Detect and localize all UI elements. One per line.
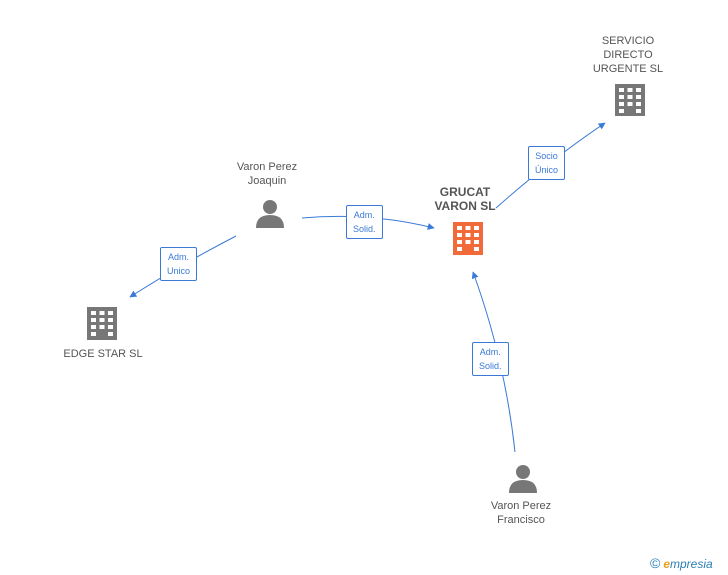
edge-label-line: Adm. <box>353 210 375 220</box>
node-label-grucat[interactable]: GRUCAT VARON SL <box>425 185 505 213</box>
node-label-line: Joaquin <box>247 175 287 187</box>
node-label-line: EDGE STAR SL <box>63 348 143 360</box>
node-label-francisco[interactable]: Varon Perez Francisco <box>476 499 566 527</box>
edge-label-joaquin-grucat[interactable]: Adm. Solid. <box>346 205 383 239</box>
edge-label-joaquin-edge-star[interactable]: Adm. Unico <box>160 247 198 281</box>
brand-logo-e: e <box>663 557 671 571</box>
edge-label-line: Solid. <box>479 361 502 371</box>
building-icon <box>615 84 645 116</box>
edge-label-line: Adm. <box>168 252 190 262</box>
node-label-edge-star[interactable]: EDGE STAR SL <box>48 347 158 361</box>
building-icon <box>453 222 483 255</box>
node-label-line: GRUCAT <box>439 185 491 199</box>
person-icon <box>509 465 537 493</box>
footer-brand: ©empresia <box>650 555 713 571</box>
node-label-line: DIRECTO <box>603 49 653 61</box>
edge-label-line: Socio <box>535 151 558 161</box>
node-label-line: Varon Perez <box>236 161 298 173</box>
edge-label-line: Único <box>535 165 559 175</box>
person-icon <box>256 200 284 228</box>
node-label-joaquin[interactable]: Varon Perez Joaquin <box>222 160 312 188</box>
node-label-line: VARON SL <box>434 199 496 213</box>
node-label-line: URGENTE SL <box>592 63 664 75</box>
node-label-servicio[interactable]: SERVICIO DIRECTO URGENTE SL <box>588 34 668 76</box>
node-label-line: Francisco <box>497 514 545 526</box>
brand-logo-text: mpresia <box>670 557 713 571</box>
edge-label-line: Unico <box>167 266 191 276</box>
edge-label-line: Adm. <box>479 347 501 357</box>
edge-label-line: Solid. <box>353 224 376 234</box>
node-label-line: Varon Perez <box>490 500 552 512</box>
edge-label-grucat-servicio[interactable]: Socio Único <box>528 146 566 180</box>
node-label-line: SERVICIO <box>601 35 655 47</box>
copyright-icon: © <box>650 555 661 571</box>
building-icon <box>87 307 117 340</box>
edge-label-francisco-grucat[interactable]: Adm. Solid. <box>472 342 509 376</box>
